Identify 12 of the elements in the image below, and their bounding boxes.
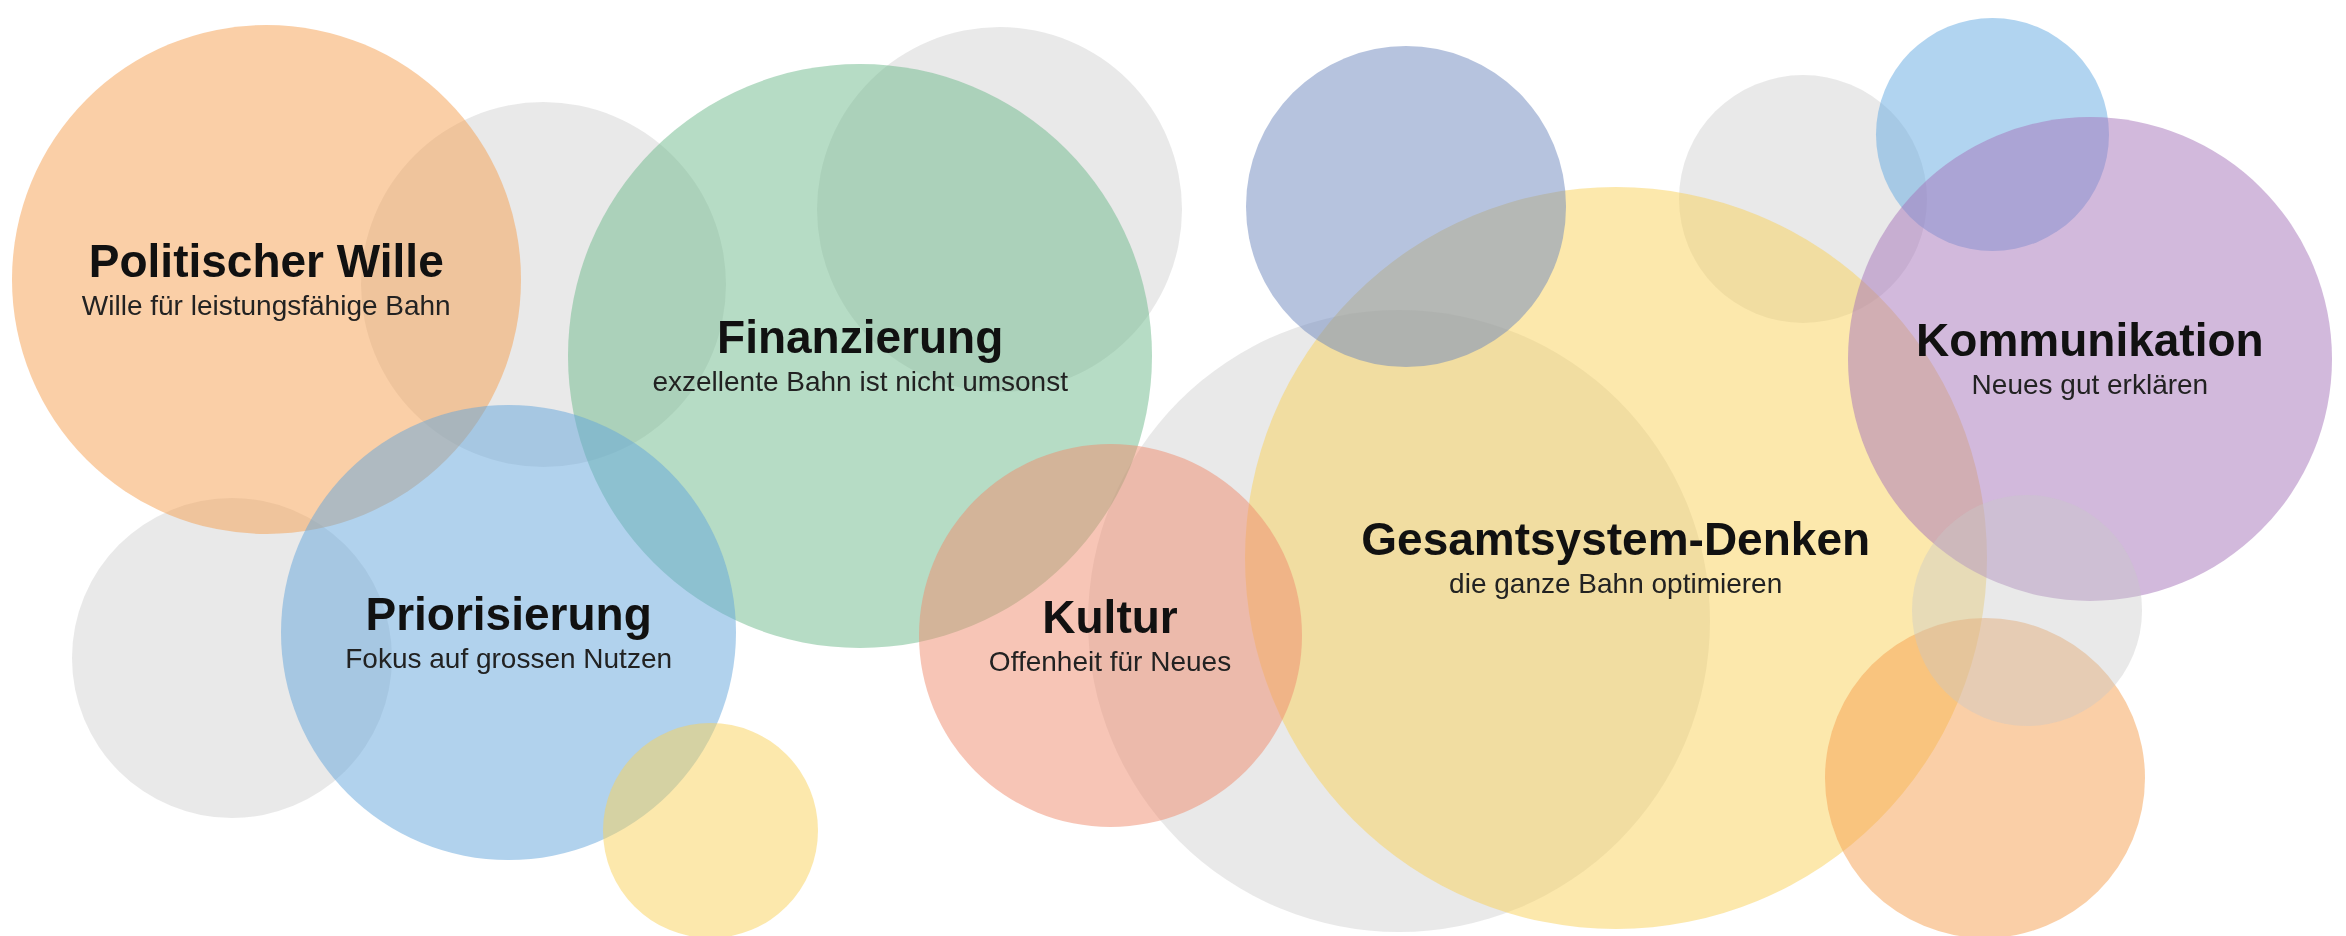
bubble-title: Gesamtsystem-Denken	[1361, 513, 1871, 567]
bubble-subtitle: Neues gut erklären	[1971, 368, 2209, 403]
bubble-subtitle: exzellente Bahn ist nicht umsonst	[652, 365, 1068, 400]
bubble-subtitle: die ganze Bahn optimieren	[1449, 567, 1783, 602]
bubble-subtitle: Fokus auf grossen Nutzen	[345, 642, 673, 677]
bubble-title: Priorisierung	[365, 588, 652, 642]
bubble-subtitle: Wille für leistungsfähige Bahn	[81, 289, 451, 323]
bubble-title: Kommunikation	[1916, 314, 2264, 368]
bubble-title: Politischer Wille	[88, 235, 444, 288]
bubble-subtitle: Offenheit für Neues	[988, 645, 1232, 680]
bubble-title: Finanzierung	[717, 311, 1004, 365]
bubble-title: Kultur	[1042, 591, 1178, 645]
